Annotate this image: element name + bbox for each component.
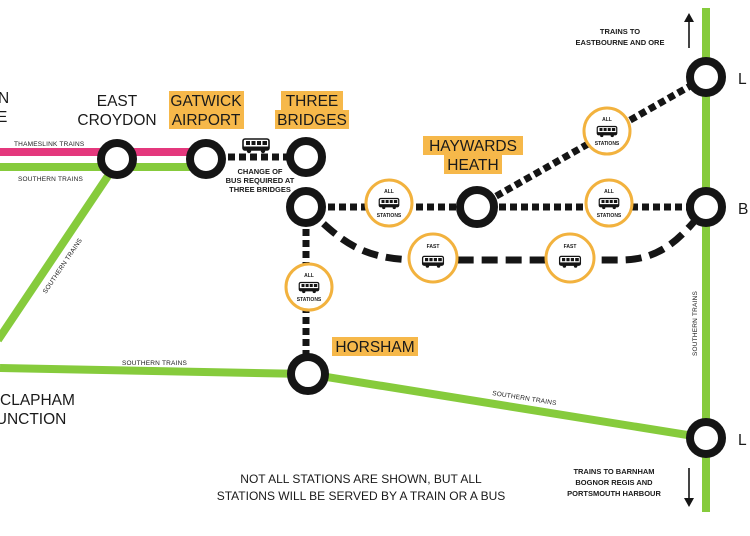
southern-label-top: SOUTHERN TRAINS <box>18 176 83 183</box>
trains-south-caption: TRAINS TO BARNHAM BOGNOR REGIS AND PORTS… <box>567 467 661 498</box>
station-haywards-line1: HAYWARDS <box>429 138 517 155</box>
badge-fast-2: FAST <box>544 232 596 284</box>
svg-text:ALL: ALL <box>384 189 394 195</box>
station-three-bridges-highlight <box>281 91 343 110</box>
arrow-down-icon <box>684 468 694 507</box>
station-three-bridges-line1: THREE <box>286 93 339 110</box>
station-circle-icon <box>686 187 726 227</box>
station-east-croydon-line1: EAST <box>97 93 138 110</box>
station-gatwick-line1: GATWICK <box>170 93 242 110</box>
svg-text:FAST: FAST <box>564 244 577 250</box>
svg-text:STATIONS: STATIONS <box>297 297 322 303</box>
station-gatwick-highlight <box>169 91 244 110</box>
station-labels: N E EAST CROYDON GATWICK AIRPORT THREE B… <box>0 71 748 449</box>
bus-change-icon <box>242 138 270 154</box>
svg-text:STATIONS: STATIONS <box>377 213 402 219</box>
station-haywards-highlight-2 <box>444 155 502 174</box>
station-three-bridges-highlight-2 <box>275 110 349 129</box>
svg-text:CHANGE OF: CHANGE OF <box>238 167 283 176</box>
station-circle-icon <box>456 186 498 228</box>
badge-all-stations-4: ALL STATIONS <box>284 262 334 312</box>
svg-text:FAST: FAST <box>427 244 440 250</box>
bus-icon <box>242 138 270 154</box>
station-right-top: L <box>738 71 747 88</box>
station-circle-icon <box>97 139 137 179</box>
station-partial-top-left-line2: E <box>0 109 7 126</box>
badge-fast-1: FAST <box>407 232 459 284</box>
station-right-bottom: L <box>738 432 747 449</box>
arrow-up-icon <box>684 13 694 48</box>
svg-text:TRAINS TO: TRAINS TO <box>600 27 640 36</box>
station-circle-icon <box>286 187 326 227</box>
svg-text:BUS REQUIRED AT: BUS REQUIRED AT <box>226 176 295 185</box>
station-circle-icon <box>186 139 226 179</box>
svg-text:ALL: ALL <box>304 273 314 279</box>
station-circle-icon <box>287 353 329 395</box>
southern-line-diagonal <box>0 167 116 343</box>
badge-all-stations-1: ALL STATIONS <box>364 178 414 228</box>
thameslink-label: THAMESLINK TRAINS <box>14 141 85 148</box>
change-bus-caption: CHANGE OF BUS REQUIRED AT THREE BRIDGES <box>226 167 295 194</box>
station-gatwick-line2: AIRPORT <box>172 112 241 129</box>
badge-all-stations-2: ALL STATIONS <box>582 106 632 156</box>
svg-text:THREE BRIDGES: THREE BRIDGES <box>229 185 291 194</box>
svg-text:STATIONS: STATIONS <box>597 213 622 219</box>
svg-text:BOGNOR REGIS AND: BOGNOR REGIS AND <box>575 478 653 487</box>
service-note: NOT ALL STATIONS ARE SHOWN, BUT ALL STAT… <box>217 472 506 503</box>
badge-all-stations-3: ALL STATIONS <box>584 178 634 228</box>
station-three-bridges-line2: BRIDGES <box>277 112 347 129</box>
station-horsham-highlight <box>332 337 418 356</box>
southern-label-horsham: SOUTHERN TRAINS <box>122 360 187 367</box>
station-haywards-highlight <box>423 136 523 155</box>
station-circle-icon <box>686 418 726 458</box>
trains-north-caption: TRAINS TO EASTBOURNE AND ORE <box>576 27 665 47</box>
station-clapham-line1: CLAPHAM <box>0 392 75 409</box>
svg-text:ALL: ALL <box>602 117 612 123</box>
bus-route-fast <box>303 204 709 264</box>
svg-text:STATIONS WILL BE SERVED BY A T: STATIONS WILL BE SERVED BY A TRAIN OR A … <box>217 489 506 503</box>
rail-lines <box>0 8 710 512</box>
station-gatwick-highlight-2 <box>169 110 244 129</box>
svg-text:EASTBOURNE AND ORE: EASTBOURNE AND ORE <box>576 38 665 47</box>
southern-line-horsham <box>0 364 309 378</box>
svg-text:PORTSMOUTH HARBOUR: PORTSMOUTH HARBOUR <box>567 489 661 498</box>
svg-text:ALL: ALL <box>604 189 614 195</box>
southern-line-slope <box>307 370 707 442</box>
svg-text:NOT ALL STATIONS ARE SHOWN, BU: NOT ALL STATIONS ARE SHOWN, BUT ALL <box>240 472 482 486</box>
station-clapham-line2: JUNCTION <box>0 411 66 428</box>
station-east-croydon-line2: CROYDON <box>77 112 156 129</box>
station-partial-top-left-line1: N <box>0 90 9 107</box>
svg-text:TRAINS TO BARNHAM: TRAINS TO BARNHAM <box>573 467 654 476</box>
stations <box>97 57 726 458</box>
station-horsham: HORSHAM <box>335 339 414 356</box>
station-circle-icon <box>686 57 726 97</box>
svg-text:STATIONS: STATIONS <box>595 141 620 147</box>
station-circle-icon <box>286 137 326 177</box>
station-haywards-line2: HEATH <box>447 157 498 174</box>
southern-label-vertical: SOUTHERN TRAINS <box>692 291 699 356</box>
station-right-mid: B <box>738 201 748 218</box>
